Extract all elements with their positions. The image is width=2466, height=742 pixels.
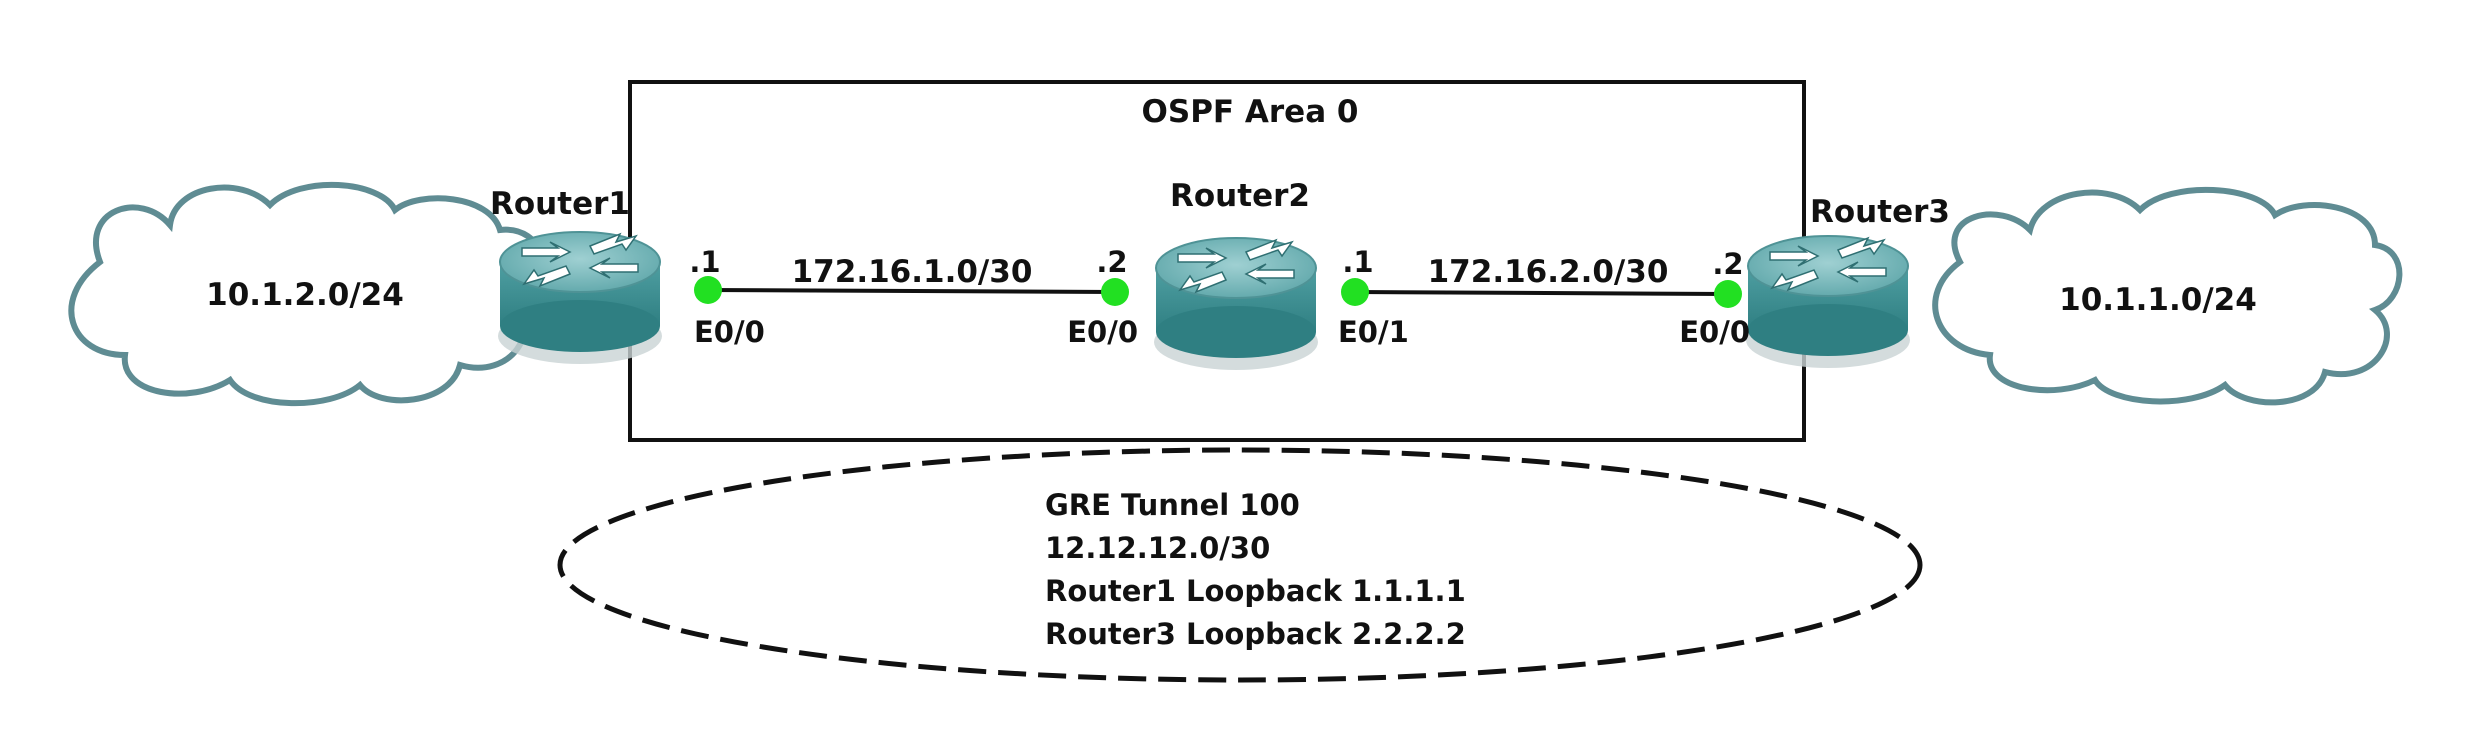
port-dot-r2-e01[interactable] [1341, 278, 1369, 306]
tunnel-line-4: Router3 Loopback 2.2.2.2 [1045, 617, 1466, 651]
link-2-left-intf: E0/1 [1338, 315, 1409, 349]
link-1-left-intf: E0/0 [694, 315, 765, 349]
link-2-right-intf: E0/0 [1679, 315, 1750, 349]
link-1-subnet: 172.16.1.0/30 [792, 254, 1033, 290]
link-2-left-host: .1 [1342, 245, 1373, 279]
cloud-right-subnet[interactable]: 10.1.1.0/24 [2059, 282, 2257, 318]
gre-tunnel-ellipse [557, 447, 1923, 683]
cloud-left-subnet[interactable]: 10.1.2.0/24 [206, 277, 404, 313]
link-2-subnet: 172.16.2.0/30 [1428, 254, 1669, 290]
router-1-name: Router1 [490, 186, 630, 222]
router-3[interactable] [1745, 235, 1911, 369]
link-r1-r2 [705, 288, 1116, 294]
link-1-right-intf: E0/0 [1067, 315, 1138, 349]
router-3-name: Router3 [1810, 194, 1950, 230]
tunnel-line-3: Router1 Loopback 1.1.1.1 [1045, 574, 1466, 608]
tunnel-line-1: GRE Tunnel 100 [1045, 488, 1300, 522]
router-icon [1745, 235, 1911, 369]
link-1-right-host: .2 [1096, 245, 1127, 279]
tunnel-line-2: 12.12.12.0/30 [1045, 531, 1270, 565]
router-2[interactable] [1153, 237, 1319, 371]
router-1[interactable] [497, 231, 663, 365]
area-label: OSPF Area 0 [1142, 94, 1359, 130]
router-2-name: Router2 [1170, 178, 1310, 214]
port-dot-r3-e00[interactable] [1714, 280, 1742, 308]
router-icon [497, 231, 663, 365]
port-dot-r2-e00[interactable] [1101, 278, 1129, 306]
router-icon [1153, 237, 1319, 371]
cloud-right: 10.1.1.0/24 [1932, 186, 2403, 406]
port-dot-r1-e00[interactable] [694, 276, 722, 304]
link-1-left-host: .1 [689, 245, 720, 279]
cloud-left: 10.1.2.0/24 [68, 181, 545, 407]
link-2-right-host: .2 [1712, 247, 1743, 281]
link-r2-r3 [1354, 290, 1729, 296]
